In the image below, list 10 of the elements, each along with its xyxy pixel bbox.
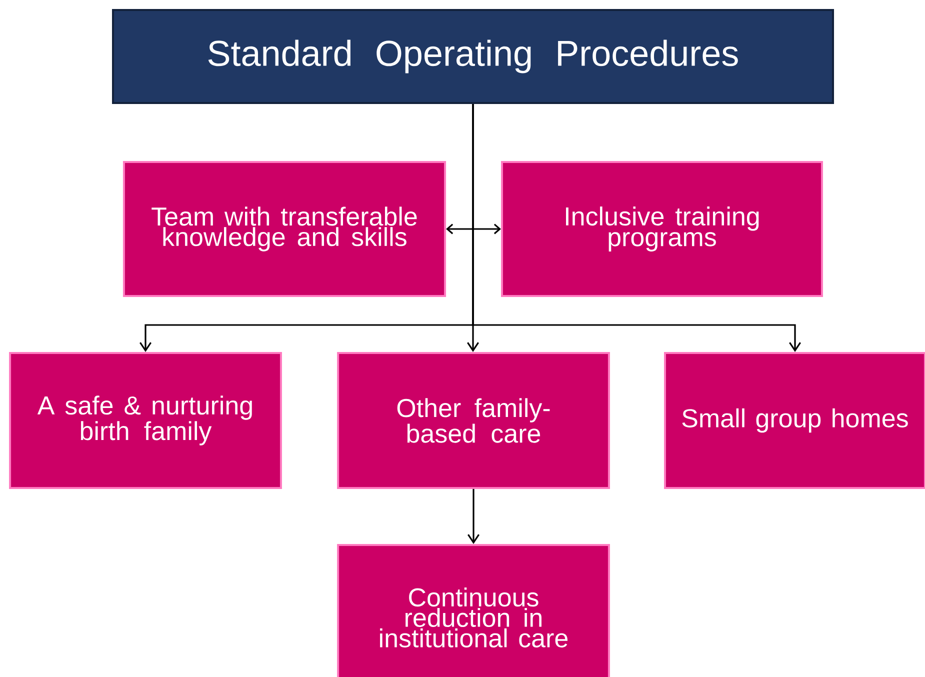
arrow — [472, 104, 801, 352]
process-box: Inclusive training programs — [501, 161, 823, 297]
process-box: Continuous reduction in institutional care — [337, 544, 610, 677]
arrow — [446, 224, 501, 234]
arrow — [468, 488, 480, 544]
process-box: Other family-based care — [337, 352, 610, 489]
process-box: Team with transferable knowledge and skills — [122, 161, 446, 297]
process-box: A safe & nurturing birth family — [9, 352, 282, 489]
process-box: Small group homes — [664, 352, 925, 489]
title-box: Standard Operating Procedures — [112, 8, 834, 104]
